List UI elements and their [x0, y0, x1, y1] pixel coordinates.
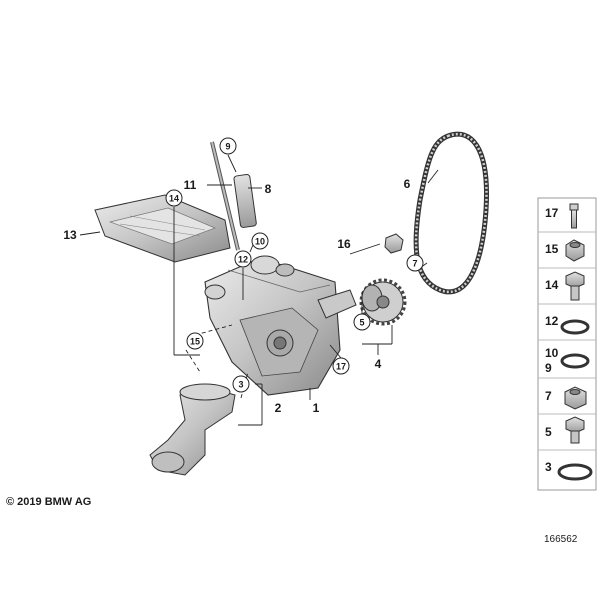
parts-side-panel: 17 15 14 12 10 9 7	[537, 197, 597, 491]
side-label-15: 15	[545, 242, 559, 256]
callout-12: 12	[234, 250, 252, 268]
bolt-17-icon	[569, 203, 579, 229]
seal-ring-10-icon	[560, 353, 590, 369]
copyright-text: © 2019 BMW AG	[6, 496, 92, 508]
label-13: 13	[63, 228, 77, 242]
callout-7: 7	[406, 254, 424, 272]
seal-ring-3-icon	[557, 463, 593, 481]
callout-9: 9	[219, 137, 237, 155]
label-2: 2	[275, 401, 282, 415]
svg-text:15: 15	[190, 337, 200, 347]
side-label-14: 14	[545, 278, 559, 292]
label-4: 4	[375, 357, 382, 371]
label-1: 1	[313, 401, 320, 415]
drive-chain	[413, 131, 490, 295]
oil-pump-housing	[204, 255, 357, 396]
label-8: 8	[265, 182, 272, 196]
svg-text:9: 9	[225, 142, 230, 152]
bolt-5-icon	[565, 416, 585, 444]
svg-text:14: 14	[169, 194, 179, 204]
callout-14: 14	[165, 189, 183, 207]
bolt-14-icon	[565, 271, 585, 301]
svg-text:10: 10	[255, 237, 265, 247]
nut-15-icon	[565, 239, 585, 262]
side-label-10: 10	[545, 346, 559, 360]
dipstick-tube	[210, 141, 257, 251]
seal-ring-12-icon	[560, 319, 590, 335]
side-label-5: 5	[545, 425, 552, 439]
label-11: 11	[184, 178, 197, 192]
side-label-3: 3	[545, 460, 552, 474]
callout-3: 3	[232, 375, 250, 393]
diagram-number: 166562	[544, 534, 578, 545]
label-16: 16	[337, 237, 351, 251]
callout-15: 15	[186, 332, 204, 350]
svg-text:17: 17	[336, 362, 346, 372]
svg-text:12: 12	[238, 255, 248, 265]
nut-7-icon	[564, 386, 587, 410]
side-label-17: 17	[545, 206, 559, 220]
oil-baffle-plate	[94, 194, 231, 263]
callout-17: 17	[332, 357, 350, 375]
svg-text:7: 7	[412, 259, 417, 269]
side-label-7: 7	[545, 389, 552, 403]
label-6: 6	[404, 177, 411, 191]
callout-5: 5	[353, 313, 371, 331]
oil-pickup-pipe	[149, 383, 236, 476]
svg-text:5: 5	[359, 318, 364, 328]
side-label-12: 12	[545, 314, 559, 328]
callout-10: 10	[251, 232, 269, 250]
nut-16	[384, 233, 404, 254]
svg-text:3: 3	[238, 380, 243, 390]
side-label-9: 9	[545, 361, 552, 375]
